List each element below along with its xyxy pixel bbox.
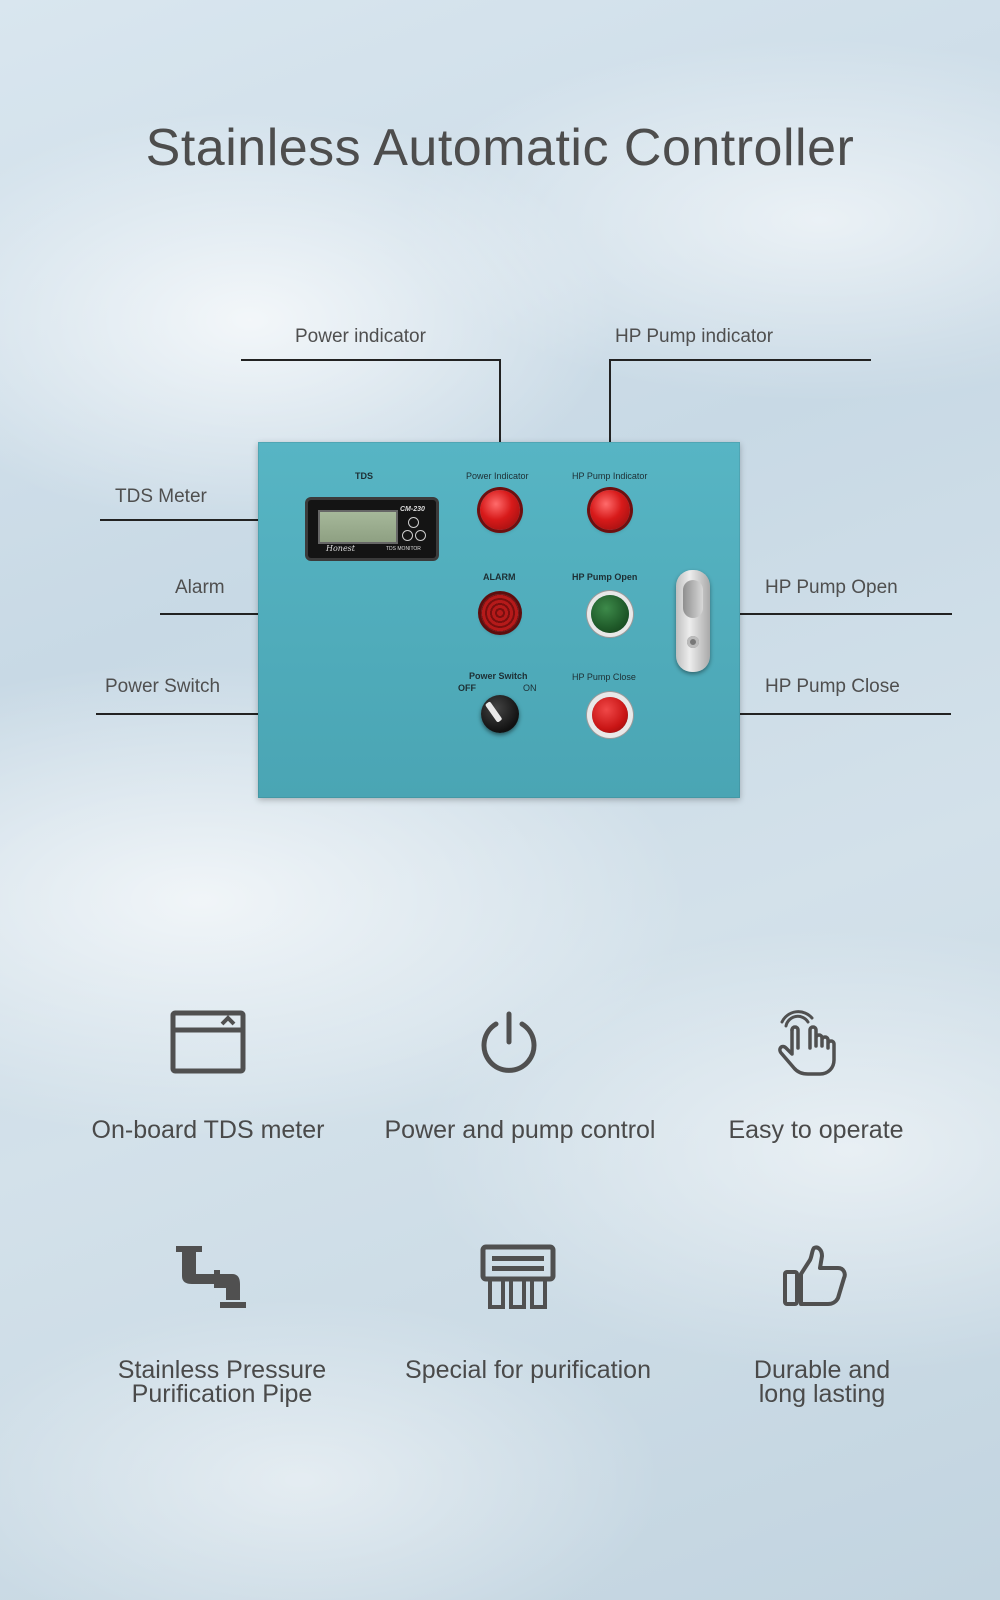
- tds-button-icon: [408, 517, 419, 528]
- alarm-buzzer: [481, 594, 519, 632]
- callout-line: [609, 359, 871, 361]
- power-switch-knob[interactable]: [481, 695, 519, 733]
- feature-label-line1: Durable and: [753, 1356, 891, 1384]
- callout-line: [100, 519, 302, 521]
- hp-pump-close-button[interactable]: [592, 697, 628, 733]
- power-icon: [481, 1011, 537, 1073]
- tds-meter-display: CM-230 Honest TDS MONITOR: [308, 500, 436, 558]
- callout-hp-pump-open: HP Pump Open: [765, 577, 898, 598]
- callout-line: [609, 359, 611, 471]
- tds-button-icon: [415, 530, 426, 541]
- callout-line: [640, 713, 951, 715]
- callout-line: [499, 359, 501, 471]
- callout-power-indicator: Power indicator: [295, 326, 426, 347]
- panel-label-off: OFF: [458, 683, 476, 693]
- feature-label: Special for purification: [405, 1356, 651, 1384]
- panel-label-hp-pump-close: HP Pump Close: [572, 672, 636, 682]
- tds-caption: TDS MONITOR: [386, 546, 421, 552]
- tds-screen: [318, 510, 398, 544]
- thumbs-up-icon: [783, 1245, 847, 1306]
- callout-line: [241, 359, 501, 361]
- window-icon: [170, 1010, 246, 1074]
- panel-label-alarm: ALARM: [483, 572, 516, 582]
- feature-label-line2: Purification Pipe: [131, 1380, 313, 1408]
- panel-label-hp-pump-indicator: HP Pump Indicator: [572, 471, 648, 481]
- panel-label-tds: TDS: [355, 471, 373, 481]
- feature-label: Power and pump control: [384, 1116, 656, 1144]
- power-indicator-lamp: [480, 490, 520, 530]
- hp-pump-open-button[interactable]: [591, 595, 629, 633]
- panel-label-hp-pump-open: HP Pump Open: [572, 572, 638, 582]
- callout-tds-meter: TDS Meter: [115, 486, 207, 507]
- hand-pointer-icon: [778, 1010, 836, 1076]
- pipe-icon: [176, 1246, 246, 1308]
- hp-pump-indicator-lamp: [590, 490, 630, 530]
- feature-label: Easy to operate: [728, 1116, 904, 1144]
- purifier-icon: [480, 1244, 556, 1309]
- callout-power-switch: Power Switch: [105, 676, 221, 697]
- callout-hp-pump-indicator: HP Pump indicator: [615, 326, 774, 347]
- tds-brand-label: Honest: [326, 544, 355, 553]
- feature-label: On-board TDS meter: [91, 1116, 325, 1144]
- door-handle[interactable]: [676, 570, 710, 672]
- feature-label-line2: long lasting: [758, 1380, 886, 1408]
- panel-label-power-indicator: Power Indicator: [466, 471, 529, 481]
- panel-label-power-switch: Power Switch: [469, 671, 528, 681]
- callout-line: [640, 613, 952, 615]
- page-title: Stainless Automatic Controller: [145, 119, 855, 177]
- panel-label-on: ON: [523, 683, 537, 693]
- callout-hp-pump-close: HP Pump Close: [765, 676, 900, 697]
- tds-model-label: CM-230: [400, 506, 425, 513]
- callout-alarm: Alarm: [175, 577, 225, 598]
- tds-button-icon: [402, 530, 413, 541]
- feature-label-line1: Stainless Pressure: [117, 1356, 327, 1384]
- control-panel: TDS CM-230 Honest TDS MONITOR Power Indi…: [258, 442, 740, 798]
